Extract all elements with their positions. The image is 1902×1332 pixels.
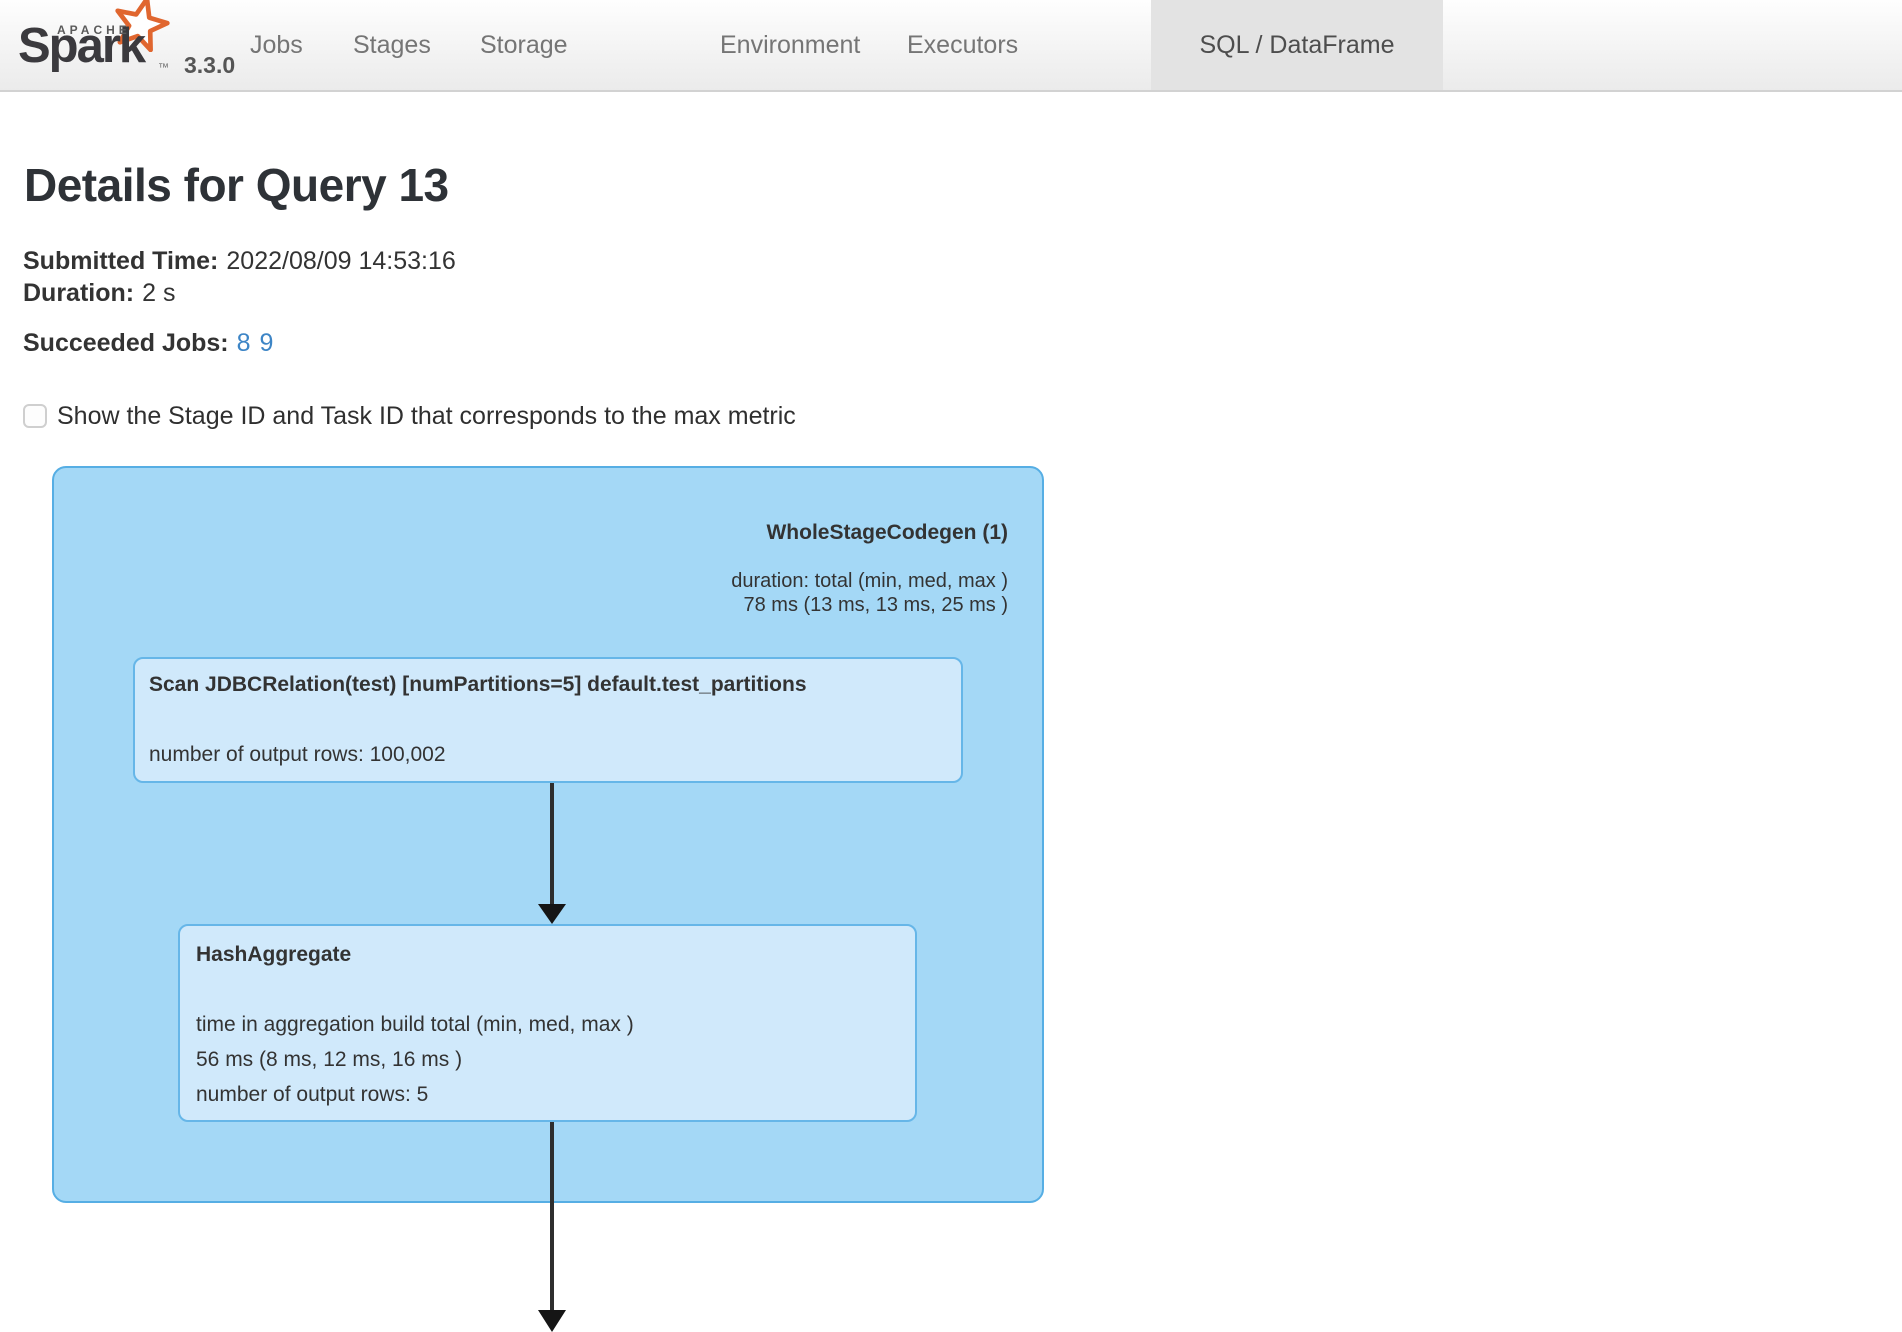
duration-label: Duration: <box>23 279 135 307</box>
duration-value: 2 s <box>142 279 176 307</box>
cluster-title: WholeStageCodegen (1) <box>766 521 1008 544</box>
node-metric: number of output rows: 100,002 <box>149 743 446 766</box>
submitted-time-label: Submitted Time: <box>23 247 219 275</box>
duration-row: Duration:2 s <box>23 278 175 308</box>
spark-brand-label: Spark <box>18 19 146 73</box>
node-metric: number of output rows: 5 <box>196 1083 429 1106</box>
arrow-down-icon <box>538 904 566 924</box>
spark-logo[interactable]: APACHE Spark ™ 3.3.0 <box>0 0 250 90</box>
node-hashaggregate[interactable]: HashAggregate time in aggregation build … <box>178 924 917 1122</box>
edge-hashaggregate-down <box>538 1122 566 1332</box>
tab-environment[interactable]: Environment <box>720 31 861 59</box>
tab-stages[interactable]: Stages <box>353 31 431 59</box>
page-title: Details for Query 13 <box>24 159 449 211</box>
submitted-time-row: Submitted Time:2022/08/09 14:53:16 <box>23 246 456 276</box>
edge-line <box>550 1122 554 1312</box>
job-link-9[interactable]: 9 <box>259 329 274 357</box>
cluster-label: WholeStageCodegen (1) duration: total (m… <box>731 520 1008 617</box>
tab-executors[interactable]: Executors <box>907 31 1019 59</box>
edge-scan-to-hashaggregate <box>538 783 566 924</box>
cluster-metric-line: duration: total (min, med, max ) <box>731 570 1008 592</box>
tab-sql-dataframe[interactable]: SQL / DataFrame <box>1151 0 1443 90</box>
trademark-label: ™ <box>158 62 169 74</box>
node-scan-jdbcrelation[interactable]: Scan JDBCRelation(test) [numPartitions=5… <box>133 657 963 783</box>
tab-storage[interactable]: Storage <box>480 31 568 59</box>
spark-star-icon <box>115 0 170 52</box>
edge-line <box>550 783 554 905</box>
job-link-8[interactable]: 8 <box>236 329 251 357</box>
arrow-down-icon <box>538 1310 566 1332</box>
submitted-time-value: 2022/08/09 14:53:16 <box>226 247 456 275</box>
max-metric-checkbox[interactable] <box>23 404 47 428</box>
apache-label: APACHE <box>57 23 131 37</box>
max-metric-checkbox-label[interactable]: Show the Stage ID and Task ID that corre… <box>57 402 796 430</box>
node-metric: 56 ms (8 ms, 12 ms, 16 ms ) <box>196 1048 463 1071</box>
node-metric: time in aggregation build total (min, me… <box>196 1013 634 1036</box>
node-title: Scan JDBCRelation(test) [numPartitions=5… <box>149 673 807 696</box>
node-title: HashAggregate <box>196 943 352 966</box>
cluster-metric-line: 78 ms (13 ms, 13 ms, 25 ms ) <box>743 594 1008 616</box>
spark-version: 3.3.0 <box>184 52 236 78</box>
succeeded-jobs-label: Succeeded Jobs: <box>23 329 229 357</box>
navbar: APACHE Spark ™ 3.3.0 Jobs Stages Storage… <box>0 0 1902 92</box>
tab-jobs[interactable]: Jobs <box>250 31 303 59</box>
